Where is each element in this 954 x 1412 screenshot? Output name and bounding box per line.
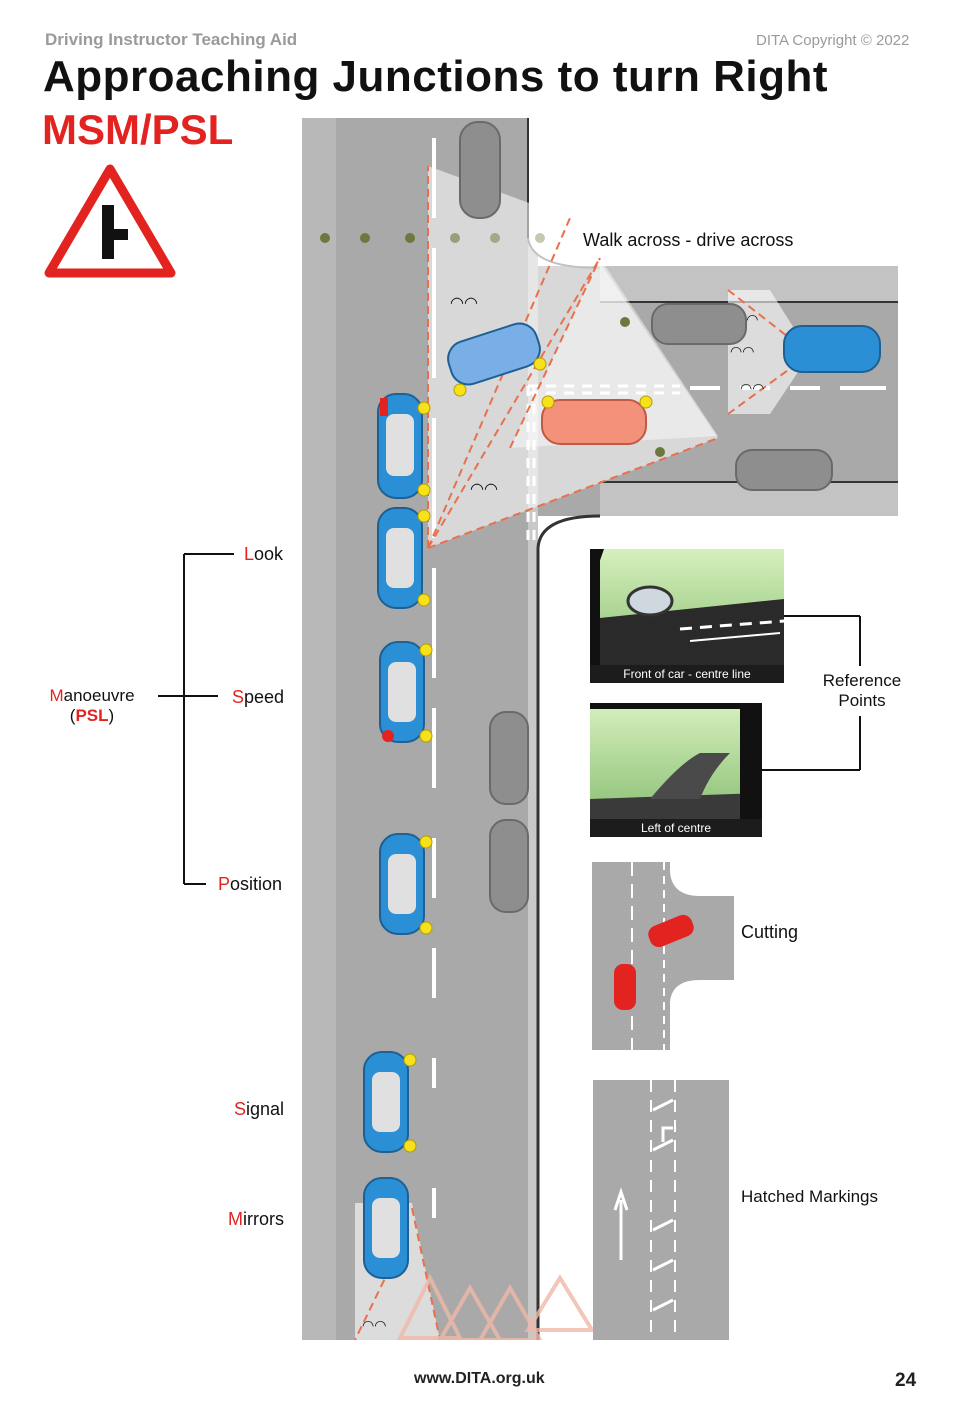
speed-initial: S: [232, 687, 245, 707]
svg-text:◠◠: ◠◠: [450, 295, 478, 312]
page-title: Approaching Junctions to turn Right: [43, 52, 828, 101]
header-copyright: DITA Copyright © 2022: [756, 32, 910, 49]
signal-label: Signal: [234, 1099, 284, 1120]
manoeuvre-initial: M: [49, 686, 64, 705]
reference-front-caption: Front of car - centre line: [590, 665, 784, 683]
cutting-picture: [592, 862, 734, 1050]
look-rest: ook: [254, 544, 284, 564]
psl-code: PSL: [75, 706, 109, 725]
junction-warning-sign-icon: [44, 164, 176, 278]
signal-rest: ignal: [246, 1099, 285, 1119]
header-teaching-aid: Driving Instructor Teaching Aid: [45, 30, 298, 49]
hatched-markings-picture: [593, 1080, 729, 1340]
signal-initial: S: [234, 1099, 247, 1119]
psl-close: ): [108, 706, 115, 725]
reference-left-caption: Left of centre: [590, 819, 762, 837]
reference-label-line2: Points: [838, 691, 886, 710]
reference-left-picture: Left of centre: [590, 703, 762, 837]
position-initial: P: [218, 874, 231, 894]
footer-url: www.DITA.org.uk: [414, 1370, 545, 1387]
reference-label-line1: Reference: [822, 671, 902, 690]
reference-points-label: Reference Points: [812, 671, 912, 711]
junction-road-diagram: ◠◠ ◠◠ ◠◠ ◠◠ ◠◠ ◠◠: [302, 118, 898, 1340]
psl-bracket: [158, 553, 234, 885]
mirrors-rest: irrors: [243, 1209, 284, 1229]
svg-text:◠◠: ◠◠: [740, 380, 764, 396]
svg-text:◠◠: ◠◠: [470, 481, 498, 498]
manoeuvre-rest: anoeuvre: [63, 686, 135, 705]
cutting-label: Cutting: [741, 922, 799, 942]
position-label: Position: [218, 874, 282, 895]
mirrors-initial: M: [228, 1209, 243, 1229]
speed-label: Speed: [232, 687, 284, 708]
look-initial: L: [244, 544, 255, 564]
position-rest: osition: [230, 874, 283, 894]
page-number: 24: [895, 1370, 917, 1391]
psl-open: (: [69, 706, 76, 725]
reference-bracket: [762, 615, 861, 771]
manoeuvre-label: Manoeuvre (PSL): [38, 686, 146, 726]
speed-rest: peed: [244, 687, 285, 707]
hatched-markings-label: Hatched Markings: [741, 1187, 879, 1206]
reference-front-picture: Front of car - centre line: [590, 549, 784, 683]
svg-text:◠◠: ◠◠: [730, 343, 754, 359]
svg-text:◠◠: ◠◠: [362, 1317, 386, 1333]
mirrors-label: Mirrors: [228, 1209, 284, 1230]
walk-across-label: Walk across - drive across: [583, 230, 794, 250]
look-label: Look: [244, 544, 283, 565]
page-subtitle: MSM/PSL: [42, 106, 234, 153]
